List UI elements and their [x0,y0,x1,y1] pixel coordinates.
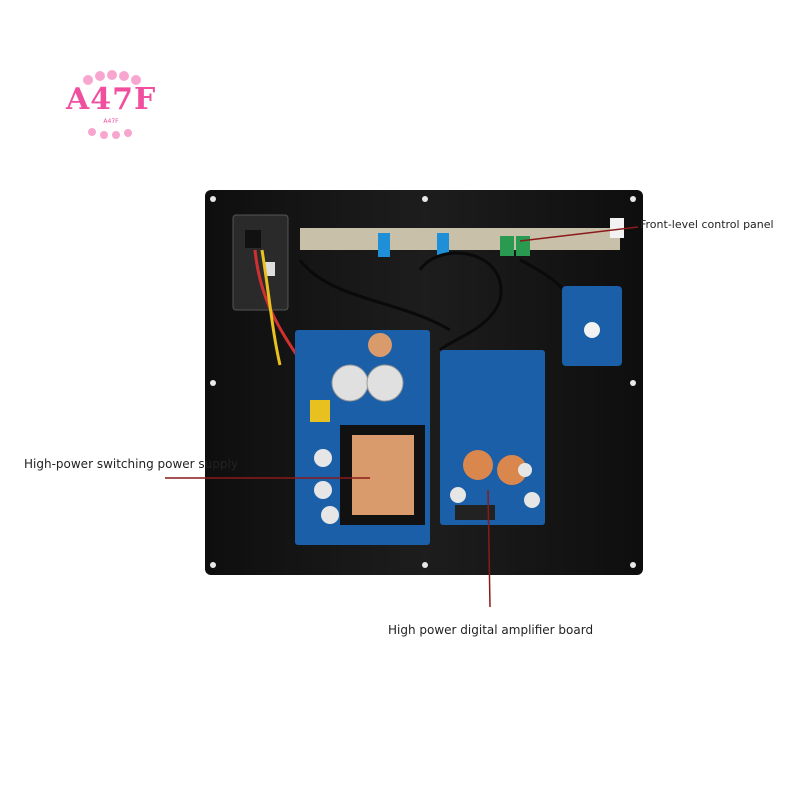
power-socket [232,214,289,311]
mounting-holes [210,196,636,568]
logo-text: A47F [66,82,157,117]
front-control-panel-strip [300,228,620,250]
callout-amplifier-board: High power digital amplifier board [388,623,594,637]
logo-subtext: A47F [103,118,119,125]
red-yellow-wires [253,249,302,366]
callout-leader-lines [165,226,639,608]
logo-flower-frame [83,70,141,139]
brand-logo: A47F A47F [66,70,156,140]
callout-front-control-panel: Front-level control panel [640,218,774,231]
callout-power-supply: High-power switching power supply [24,457,238,471]
